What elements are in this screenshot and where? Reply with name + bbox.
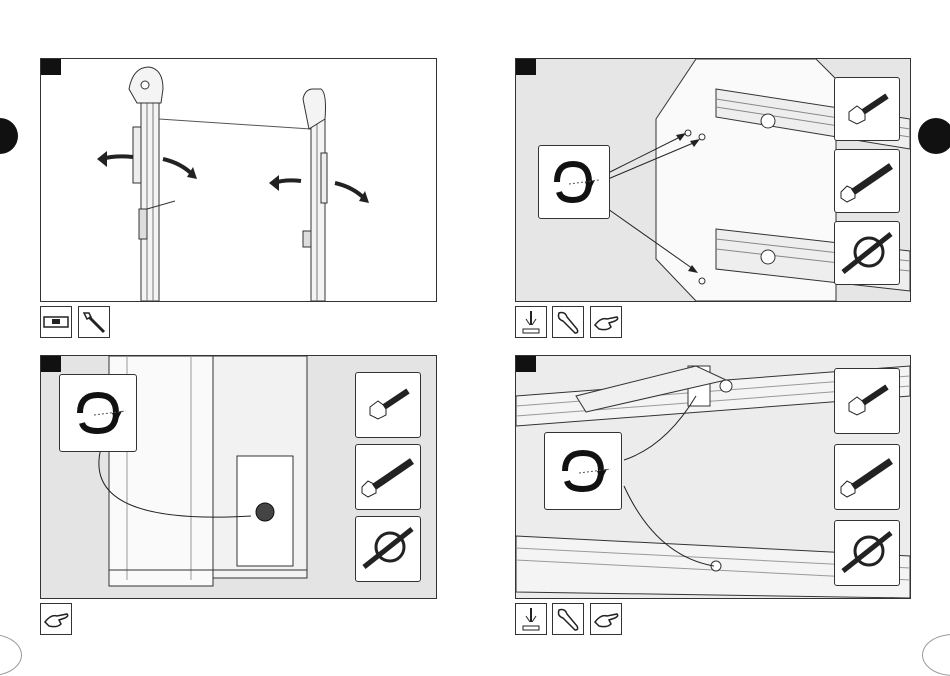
spirit-level-icon xyxy=(41,307,71,337)
step-3-number-tag xyxy=(41,356,61,372)
right-page-tab xyxy=(918,118,950,154)
rotate-clockwise-icon xyxy=(60,375,136,451)
wheel-bolt-icon xyxy=(835,521,899,585)
part-wheel-bolt xyxy=(355,516,421,582)
spanner-tool xyxy=(552,603,584,635)
rotation-callout xyxy=(59,374,137,452)
hand-tighten-icon xyxy=(591,307,621,337)
part-long-hex-bolt xyxy=(355,444,421,510)
spanner-icon xyxy=(553,604,583,634)
step-2-illustration xyxy=(515,58,911,302)
wheel-bolt-icon xyxy=(835,222,899,284)
left-page-tab xyxy=(0,118,18,154)
step-1-number-tag xyxy=(41,59,61,75)
hand-tool xyxy=(590,306,622,338)
hex-bolt-icon xyxy=(356,373,420,437)
rotation-callout xyxy=(544,432,622,510)
step-3-illustration xyxy=(40,355,437,599)
part-hex-bolt xyxy=(355,372,421,438)
hex-bolt-icon xyxy=(835,369,899,433)
rotate-clockwise-icon xyxy=(539,146,609,218)
part-long-hex-bolt xyxy=(834,149,900,213)
part-long-hex-bolt xyxy=(834,444,900,510)
step-4-number-tag xyxy=(516,356,536,372)
hand-tool xyxy=(40,603,72,635)
pipe-wrench-icon xyxy=(79,307,109,337)
left-page-corner xyxy=(0,634,22,676)
right-page-corner xyxy=(922,634,950,676)
part-wheel-bolt xyxy=(834,520,900,586)
welding-icon xyxy=(516,604,546,634)
welding-icon xyxy=(516,307,546,337)
rotation-callout xyxy=(538,145,610,219)
door-swing-illustration xyxy=(41,59,436,301)
part-hex-bolt xyxy=(834,368,900,434)
rotate-clockwise-icon xyxy=(545,433,621,509)
welding-tool xyxy=(515,306,547,338)
part-hex-bolt xyxy=(834,77,900,141)
hand-tool xyxy=(590,603,622,635)
step-2-number-tag xyxy=(516,59,536,75)
step-1-illustration xyxy=(40,58,437,302)
part-wheel-bolt xyxy=(834,221,900,285)
spanner-icon xyxy=(553,307,583,337)
long-hex-bolt-icon xyxy=(356,445,420,509)
long-hex-bolt-icon xyxy=(835,445,899,509)
step-4-illustration xyxy=(515,355,911,599)
hand-tighten-icon xyxy=(41,604,71,634)
wheel-bolt-icon xyxy=(356,517,420,581)
hand-tighten-icon xyxy=(591,604,621,634)
long-hex-bolt-icon xyxy=(835,150,899,212)
welding-tool xyxy=(515,603,547,635)
spirit-level-tool xyxy=(40,306,72,338)
pipe-wrench-tool xyxy=(78,306,110,338)
hex-bolt-icon xyxy=(835,78,899,140)
spanner-tool xyxy=(552,306,584,338)
